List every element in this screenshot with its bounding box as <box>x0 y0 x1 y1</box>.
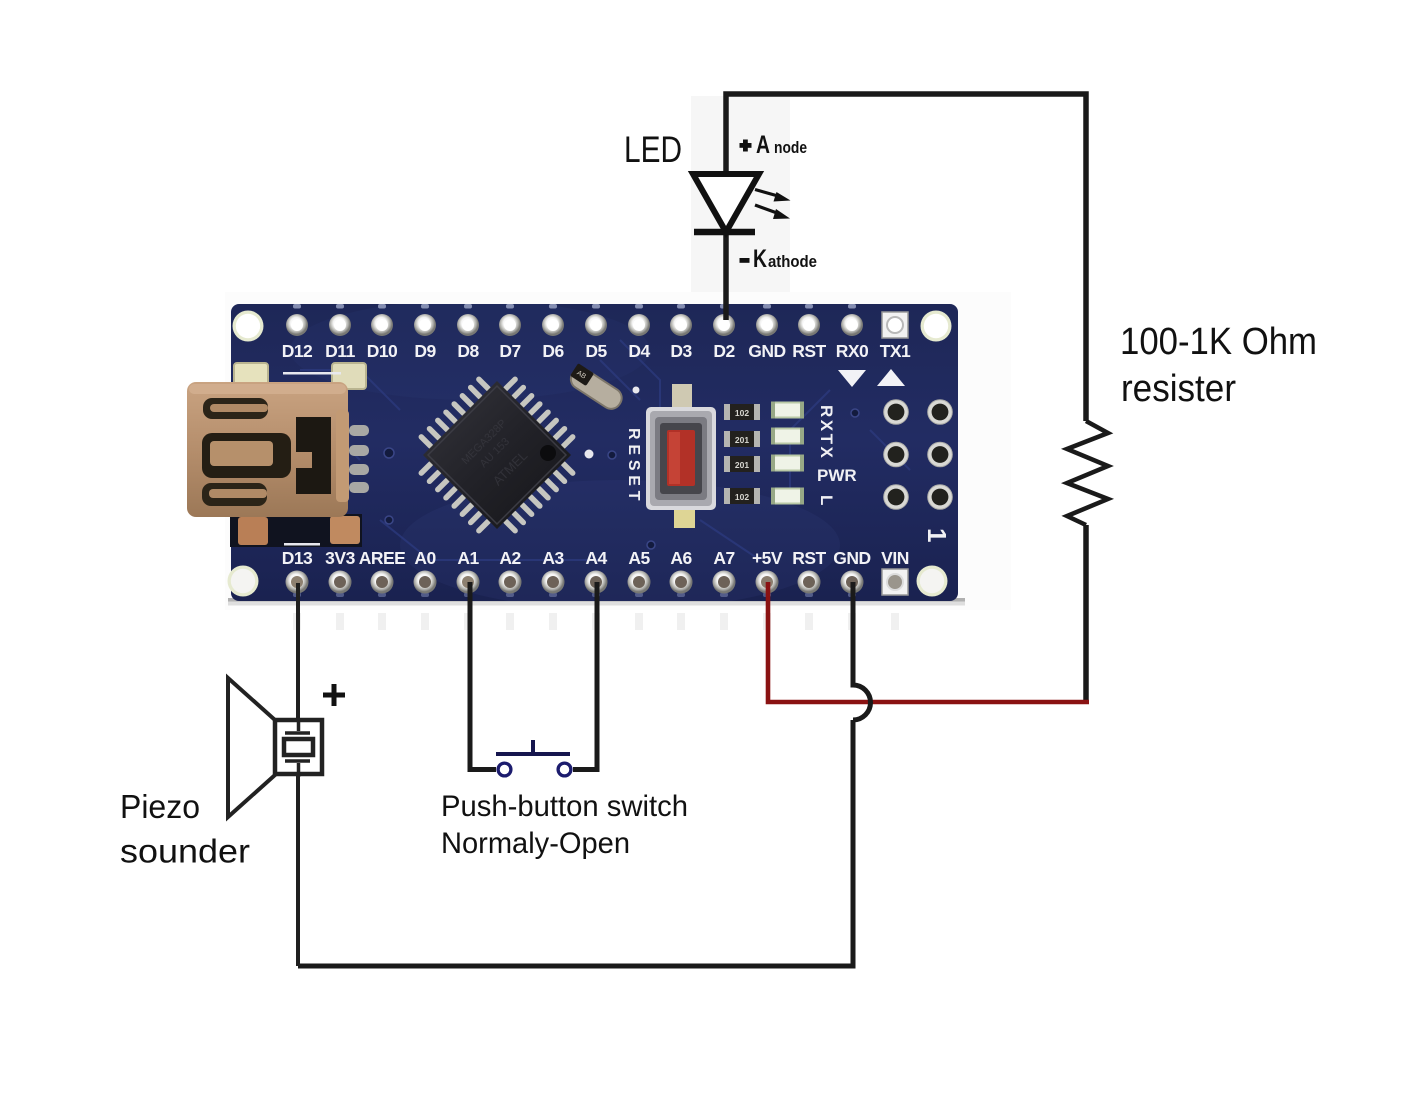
svg-text:201: 201 <box>735 435 749 445</box>
svg-text:D2: D2 <box>713 341 735 361</box>
svg-text:Piezo: Piezo <box>120 788 200 825</box>
svg-text:100-1K Ohm: 100-1K Ohm <box>1120 321 1317 363</box>
svg-text:D10: D10 <box>367 341 398 361</box>
svg-text:D7: D7 <box>499 341 520 361</box>
svg-text:RX0: RX0 <box>836 341 869 361</box>
svg-text:A1: A1 <box>457 548 479 568</box>
svg-text:A4: A4 <box>585 548 607 568</box>
svg-text:102: 102 <box>735 408 749 418</box>
svg-text:D12: D12 <box>282 341 313 361</box>
svg-text:Normaly-Open: Normaly-Open <box>441 827 630 860</box>
svg-text:201: 201 <box>735 460 749 470</box>
svg-text:A7: A7 <box>713 548 734 568</box>
svg-text:102: 102 <box>735 492 749 502</box>
svg-text:L: L <box>817 495 836 505</box>
svg-text:A0: A0 <box>414 548 436 568</box>
svg-text:D6: D6 <box>542 341 564 361</box>
svg-text:VIN: VIN <box>881 548 909 568</box>
svg-text:D8: D8 <box>457 341 479 361</box>
svg-text:A3: A3 <box>542 548 564 568</box>
svg-text:GND: GND <box>833 548 870 568</box>
svg-text:resister: resister <box>1121 368 1236 410</box>
svg-text:AB: AB <box>575 370 587 381</box>
svg-text:AREE: AREE <box>359 548 406 568</box>
svg-text:RST: RST <box>792 341 826 361</box>
svg-text:D13: D13 <box>282 548 313 568</box>
svg-text:D4: D4 <box>628 341 650 361</box>
svg-text:A5: A5 <box>628 548 650 568</box>
svg-text:sounder: sounder <box>120 833 250 870</box>
svg-text:RESET: RESET <box>625 428 642 505</box>
svg-text:D5: D5 <box>585 341 607 361</box>
svg-text:LED: LED <box>624 129 682 170</box>
svg-text:D11: D11 <box>325 341 355 361</box>
svg-text:RST: RST <box>792 548 826 568</box>
svg-text:Push-button switch: Push-button switch <box>441 790 688 823</box>
svg-text:D3: D3 <box>670 341 692 361</box>
svg-text:athode: athode <box>768 252 817 271</box>
svg-text:+5V: +5V <box>752 548 783 568</box>
svg-text:A: A <box>756 131 770 159</box>
svg-text:RXTX: RXTX <box>817 405 836 460</box>
svg-text:3V3: 3V3 <box>325 548 355 568</box>
svg-text:D9: D9 <box>414 341 436 361</box>
svg-text:node: node <box>774 138 807 157</box>
svg-text:1: 1 <box>922 528 952 542</box>
svg-text:A6: A6 <box>670 548 692 568</box>
svg-text:TX1: TX1 <box>880 341 911 361</box>
svg-text:PWR: PWR <box>817 466 857 485</box>
svg-text:GND: GND <box>748 341 785 361</box>
svg-text:A2: A2 <box>499 548 521 568</box>
svg-text:K: K <box>753 245 767 273</box>
